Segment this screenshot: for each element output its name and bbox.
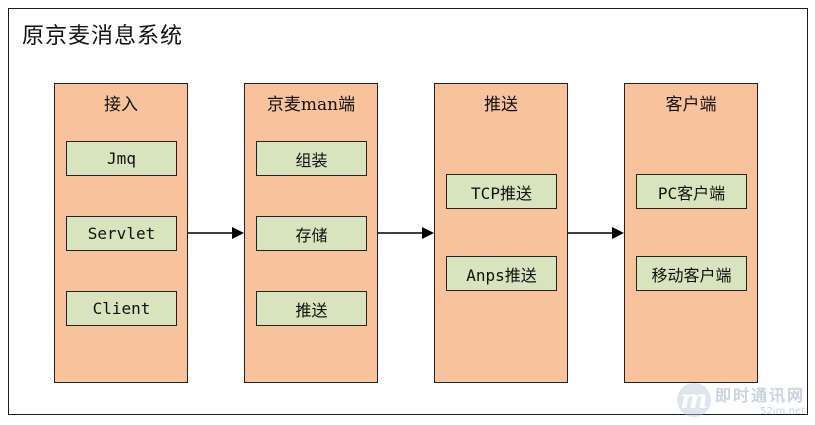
- item-assemble: 组装: [256, 141, 367, 176]
- watermark-url: 52im.net: [760, 406, 805, 417]
- flow-arrow: [188, 226, 244, 240]
- column-header: 推送: [484, 95, 518, 115]
- column-jingmai-man: 京麦man端 组装 存储 推送: [244, 83, 378, 383]
- column-header: 接入: [104, 95, 138, 115]
- item-pc-client: PC客户端: [636, 174, 747, 209]
- column-header: 客户端: [665, 95, 717, 115]
- column-client: 客户端 PC客户端 移动客户端: [624, 83, 758, 383]
- item-anps-push: Anps推送: [446, 256, 557, 291]
- item-store: 存储: [256, 216, 367, 251]
- item-client: Client: [66, 291, 177, 326]
- diagram-title: 原京麦消息系统: [22, 24, 184, 49]
- item-mobile-client: 移动客户端: [636, 256, 747, 291]
- watermark-logo: m: [676, 383, 711, 417]
- column-access: 接入 Jmq Servlet Client: [54, 83, 188, 383]
- item-servlet: Servlet: [66, 216, 177, 251]
- item-push: 推送: [256, 291, 367, 326]
- flow-arrow: [568, 226, 624, 240]
- watermark-name: 即时通讯网: [714, 386, 805, 405]
- item-jmq: Jmq: [66, 141, 177, 176]
- item-tcp-push: TCP推送: [446, 174, 557, 209]
- flow-arrow: [378, 226, 434, 240]
- column-header: 京麦man端: [266, 95, 356, 115]
- watermark: m 即时通讯网 52im.net: [676, 382, 805, 417]
- column-push: 推送 TCP推送 Anps推送: [434, 83, 568, 383]
